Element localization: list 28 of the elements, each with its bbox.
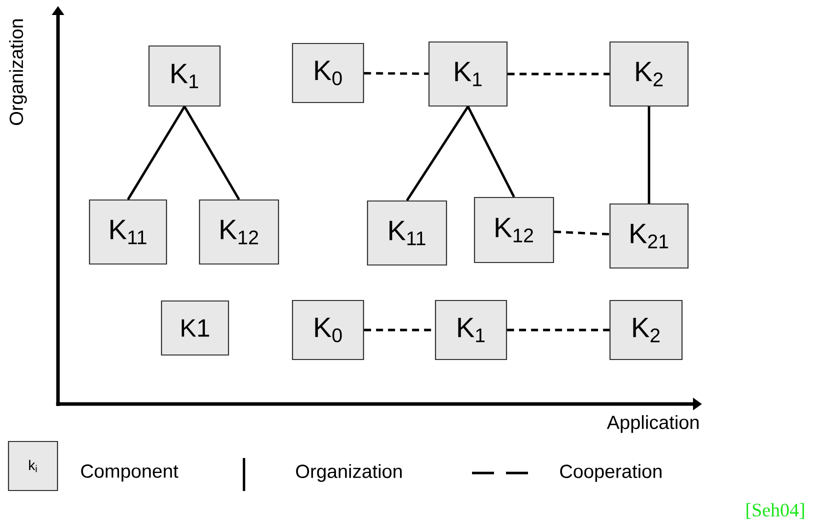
component-box: K$_{21}$ [609,203,689,269]
component-box: K$_{0}$ [292,42,364,104]
citation: [Seh04] [746,503,804,519]
legend-label: Cooperation [560,464,662,482]
legend-label: Organization [296,464,402,482]
legend-label: Component [81,464,178,482]
connector-line [554,230,610,236]
component-box: K$_{2}$ [609,41,689,107]
component-box: K$_{2}$ [609,300,683,360]
connector-line [126,106,186,200]
connector-line [466,106,516,198]
component-box: K$_{1}$ [428,41,508,107]
axis-label: Organization [9,19,27,125]
connector-line [406,106,470,202]
component-box: K1 [160,300,230,356]
component-box: K$_{12}$ [198,199,280,265]
component-box: K$_{1}$ [148,45,221,107]
component-box: K$_{11}$ [88,199,168,265]
axis-label: Application [606,415,699,433]
component-box: K$_{11}$ [366,200,448,266]
component-box: K$_{0}$ [292,300,364,360]
connector-line [508,72,610,76]
component-box: K$_{1}$ [434,300,508,360]
connector-line [507,328,610,332]
connector-line [183,106,240,200]
component-box: K$_{12}$ [474,196,554,264]
connector-line [648,106,650,204]
connector-line [364,72,428,75]
